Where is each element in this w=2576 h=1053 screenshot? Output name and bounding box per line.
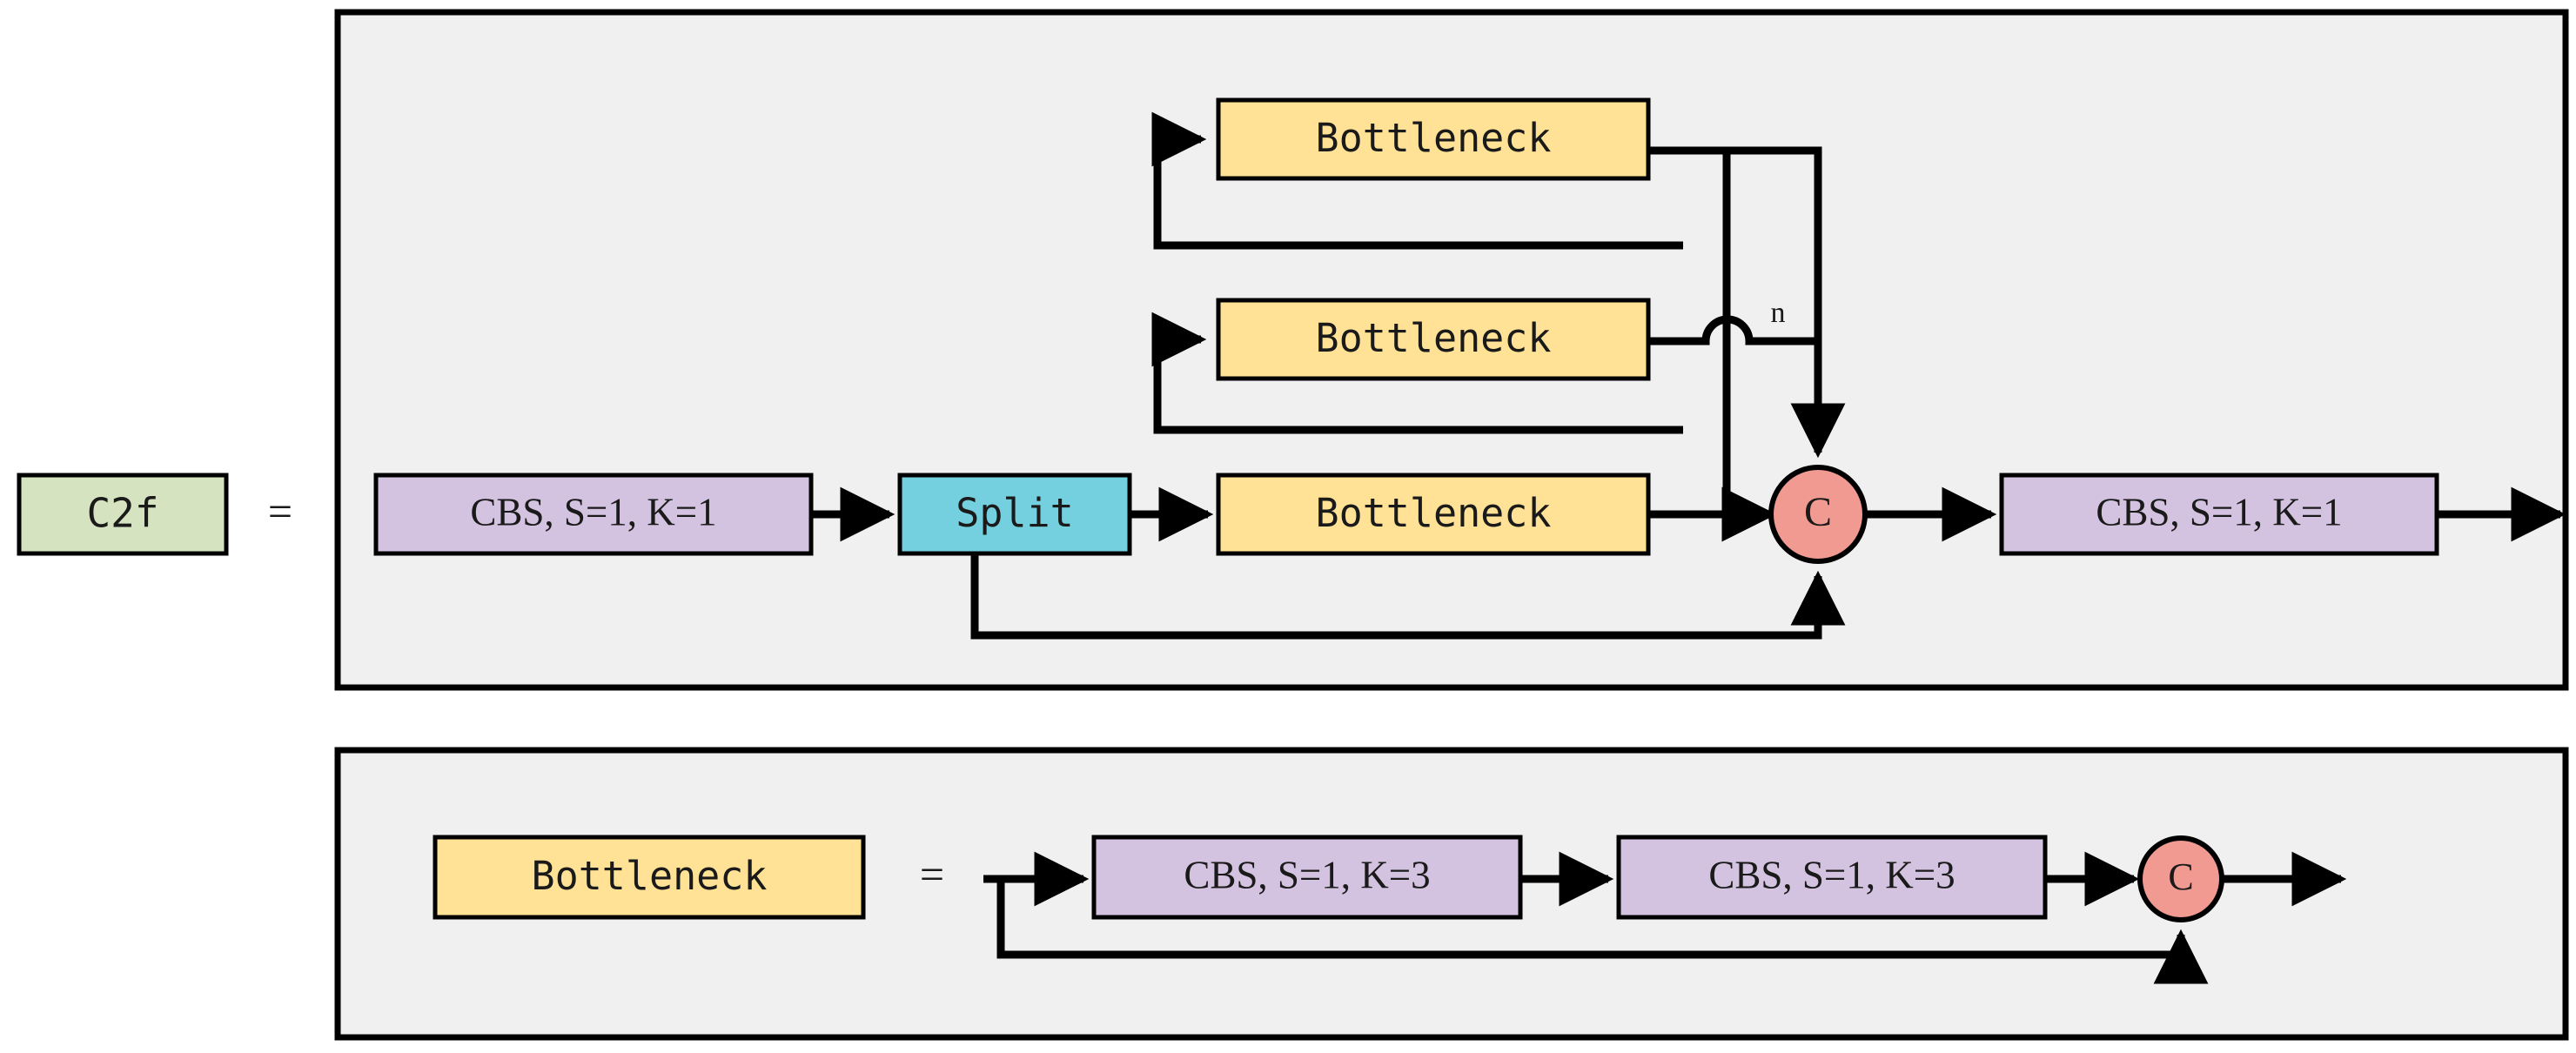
bottleneck-cbs-a-label: CBS, S=1, K=3: [1184, 853, 1430, 896]
edge-bottleneck-residual: [996, 879, 2209, 984]
bottleneck-cbs-a-box[interactable]: [1091, 835, 1523, 920]
concat-node-top-label: C: [1804, 489, 1832, 535]
c2f-label-text: C2f: [86, 490, 158, 537]
repeat-count-label: n: [1771, 297, 1786, 329]
edge-bottleneck-top-rail: [1648, 146, 1731, 313]
edge-feed-to-bottleneck-middle: [1151, 312, 1683, 434]
bottleneck-bottom-label: Bottleneck: [1316, 490, 1552, 536]
cbs-output-label: CBS, S=1, K=1: [2096, 490, 2342, 533]
c2f-label-box[interactable]: [17, 473, 229, 556]
bottleneck-label-box[interactable]: [433, 835, 866, 920]
cbs-input-label: CBS, S=1, K=1: [470, 490, 716, 533]
top-equals-sign: =: [268, 486, 292, 535]
edge-split-bypass-to-concat: [970, 553, 1846, 640]
cbs-input-box[interactable]: [373, 473, 814, 556]
bottom-equals-sign: =: [920, 849, 944, 898]
split-label: Split: [956, 490, 1073, 536]
bottleneck-label-text: Bottleneck: [532, 853, 768, 899]
cbs-output-box[interactable]: [1999, 473, 2439, 556]
bottleneck-top-label: Bottleneck: [1316, 115, 1552, 161]
edge-feed-to-bottleneck-top: [1151, 111, 1683, 250]
concat-node-bottom-label: C: [2168, 855, 2193, 898]
bottleneck-cbs-b-label: CBS, S=1, K=3: [1708, 853, 1955, 896]
bottleneck-middle-label: Bottleneck: [1316, 315, 1552, 361]
bottleneck-box-middle[interactable]: [1216, 298, 1651, 381]
bottleneck-box-top[interactable]: [1216, 97, 1651, 181]
